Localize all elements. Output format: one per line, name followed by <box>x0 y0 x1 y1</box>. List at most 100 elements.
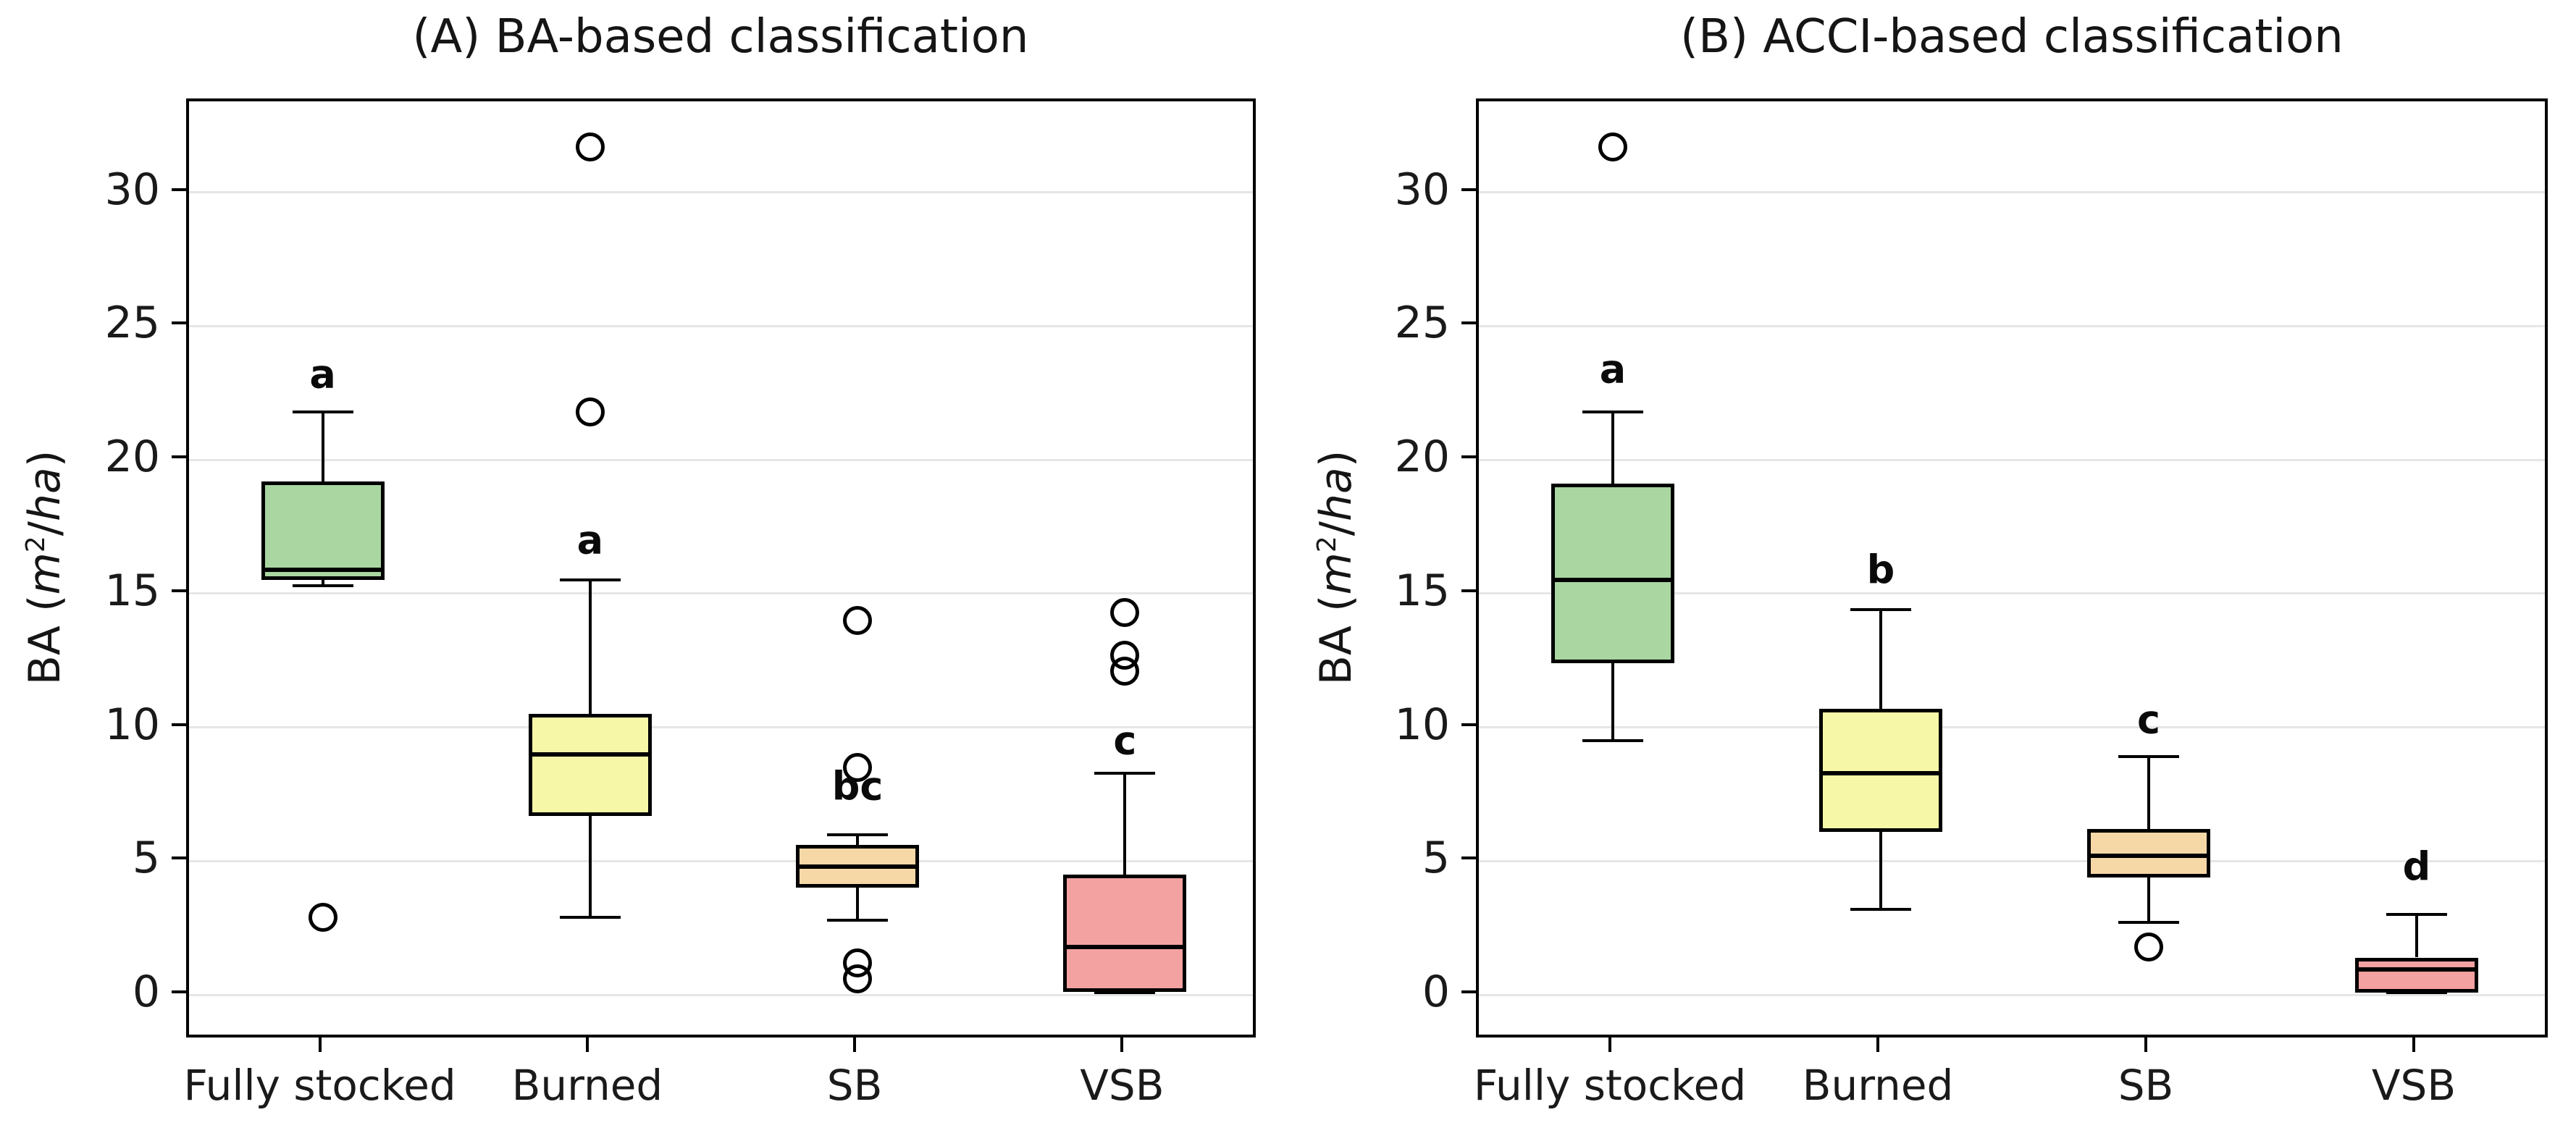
ylabel-separator: / <box>1311 521 1362 536</box>
outlier-point-sb <box>843 964 873 993</box>
significance-letter-vsb: d <box>2402 843 2431 890</box>
upper-whisker-fully-stocked <box>321 411 324 481</box>
median-burned <box>528 752 652 757</box>
y-axis-tick-label: 20 <box>104 432 160 483</box>
y-axis-tick <box>1461 856 1476 860</box>
ylabel-close: ) <box>1311 450 1362 468</box>
gridline <box>1479 458 2545 461</box>
lower-whisker-fully-stocked <box>321 580 324 586</box>
upper-whisker-vsb <box>2415 914 2418 958</box>
x-axis-tick <box>1608 1037 1611 1052</box>
gridline <box>189 993 1253 996</box>
outlier-point-vsb <box>1110 597 1140 627</box>
x-axis-tick <box>853 1037 857 1052</box>
median-vsb <box>2355 967 2478 972</box>
y-axis-tick <box>172 990 186 994</box>
y-axis-tick-label: 10 <box>104 699 160 750</box>
y-axis-tick-label: 15 <box>104 565 160 616</box>
panel-a-y-axis-label: BA (m2/ha) <box>20 450 70 685</box>
lower-cap-fully-stocked <box>292 584 353 587</box>
x-axis-category-label-vsb: VSB <box>2371 1061 2457 1110</box>
upper-whisker-fully-stocked <box>1611 411 1614 484</box>
box-fully-stocked <box>261 481 385 581</box>
y-axis-tick <box>1461 589 1476 592</box>
y-axis-tick <box>1461 188 1476 191</box>
significance-letter-burned: b <box>1866 547 1895 593</box>
median-vsb <box>1063 944 1187 949</box>
lower-whisker-burned <box>588 815 592 917</box>
ylabel-exponent: 2 <box>21 536 51 553</box>
y-axis-tick <box>172 321 186 325</box>
gridline <box>1479 993 2545 996</box>
y-axis-tick-label: 0 <box>132 967 160 1018</box>
box-burned <box>1819 708 1942 832</box>
ylabel-var-ha: ha <box>1311 467 1362 521</box>
panel-b-y-axis-label: BA (m2/ha) <box>1311 450 1362 685</box>
y-axis-tick-label: 15 <box>1394 565 1450 616</box>
upper-cap-burned <box>559 578 621 582</box>
significance-letter-vsb: c <box>1113 717 1137 764</box>
gridline <box>189 191 1253 194</box>
x-axis-category-label-fully-stocked: Fully stocked <box>183 1061 456 1110</box>
significance-letter-sb: c <box>2136 696 2161 743</box>
y-axis-tick-label: 25 <box>104 298 160 349</box>
upper-whisker-sb <box>856 834 860 846</box>
upper-whisker-burned <box>1879 610 1882 709</box>
ylabel-text: BA ( <box>20 594 70 686</box>
y-axis-tick-label: 20 <box>1394 432 1450 483</box>
box-vsb <box>2355 957 2478 993</box>
panel-a-title: (A) BA-based classification <box>412 10 1029 64</box>
y-axis-tick <box>1461 321 1476 325</box>
ylabel-exponent: 2 <box>1312 536 1342 553</box>
panel-b-plot: a b c d <box>1476 98 2548 1037</box>
x-axis-tick <box>585 1037 589 1052</box>
gridline <box>189 592 1253 595</box>
x-axis-tick <box>1876 1037 1879 1052</box>
y-axis-tick <box>1461 990 1476 994</box>
gridline <box>189 324 1253 327</box>
lower-cap-vsb <box>1094 990 1156 994</box>
x-axis-tick <box>318 1037 322 1052</box>
y-axis-tick <box>172 188 186 191</box>
upper-cap-vsb <box>2386 913 2447 917</box>
gridline <box>1479 324 2545 327</box>
lower-cap-sb <box>2118 921 2179 925</box>
y-axis-tick <box>1461 455 1476 459</box>
y-axis-tick <box>172 589 186 592</box>
upper-cap-vsb <box>1094 771 1156 775</box>
y-axis-tick <box>172 856 186 860</box>
x-axis-category-label-burned: Burned <box>1802 1061 1954 1110</box>
box-burned <box>528 714 652 816</box>
ylabel-var-ha: ha <box>20 467 70 521</box>
outlier-point-burned <box>575 132 605 161</box>
y-axis-tick <box>172 455 186 459</box>
gridline <box>189 859 1253 862</box>
outlier-point-sb <box>2134 932 2163 961</box>
significance-letter-fully-stocked: a <box>309 351 336 397</box>
median-burned <box>1819 770 1942 775</box>
upper-whisker-vsb <box>1123 773 1127 875</box>
outlier-point-burned <box>575 397 605 426</box>
significance-letter-fully-stocked: a <box>1599 346 1627 392</box>
lower-cap-burned <box>559 916 621 919</box>
box-fully-stocked <box>1551 484 1674 663</box>
gridline <box>1479 726 2545 729</box>
ylabel-close: ) <box>20 450 70 468</box>
y-axis-tick-label: 5 <box>132 833 160 884</box>
x-axis-category-label-burned: Burned <box>511 1061 663 1110</box>
gridline <box>1479 592 2545 595</box>
x-axis-category-label-vsb: VSB <box>1080 1061 1165 1110</box>
ylabel-text: BA ( <box>1311 594 1362 686</box>
y-axis-tick-label: 30 <box>1394 164 1450 215</box>
y-axis-tick-label: 25 <box>1394 298 1450 349</box>
y-axis-tick-label: 5 <box>1422 833 1450 884</box>
significance-letter-burned: a <box>576 517 604 563</box>
outlier-point-sb <box>843 605 873 635</box>
panel-b-title: (B) ACCI-based classification <box>1680 10 2344 64</box>
gridline <box>189 458 1253 461</box>
lower-whisker-sb <box>856 888 860 920</box>
x-axis-tick <box>1120 1037 1124 1052</box>
lower-whisker-sb <box>2147 877 2150 923</box>
